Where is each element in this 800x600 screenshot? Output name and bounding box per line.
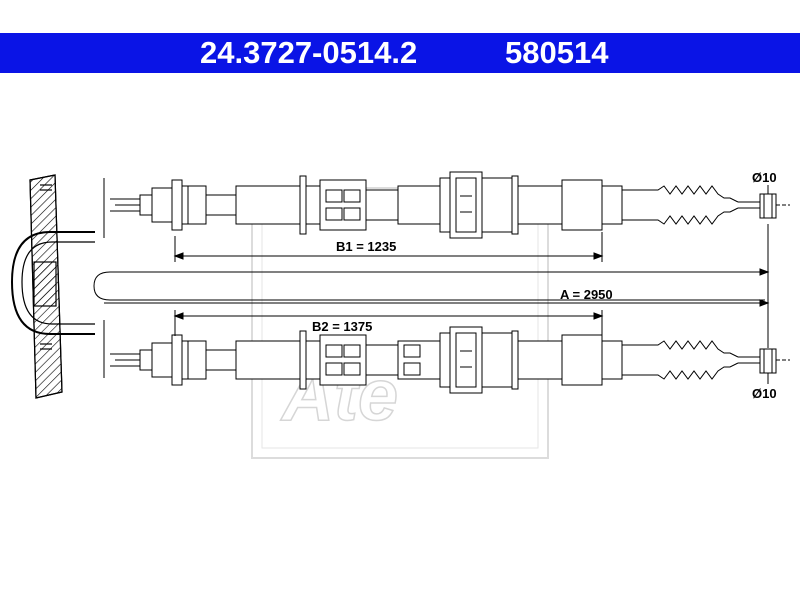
mounting-bracket (10, 174, 95, 399)
top-cable (103, 171, 790, 239)
bottom-diameter-label: Ø10 (752, 386, 777, 401)
a-label: A = 2950 (560, 287, 613, 302)
b1-label: B1 = 1235 (336, 239, 396, 254)
reference-number: 580514 (505, 35, 609, 70)
title-bar: 24.3727-0514.2 580514 (0, 33, 800, 73)
dimension-lines (104, 185, 770, 384)
b2-label: B2 = 1375 (312, 319, 372, 334)
bottom-cable (103, 320, 790, 394)
part-number: 24.3727-0514.2 (200, 35, 418, 70)
loop-cable (93, 271, 765, 301)
top-diameter-label: Ø10 (752, 170, 777, 185)
